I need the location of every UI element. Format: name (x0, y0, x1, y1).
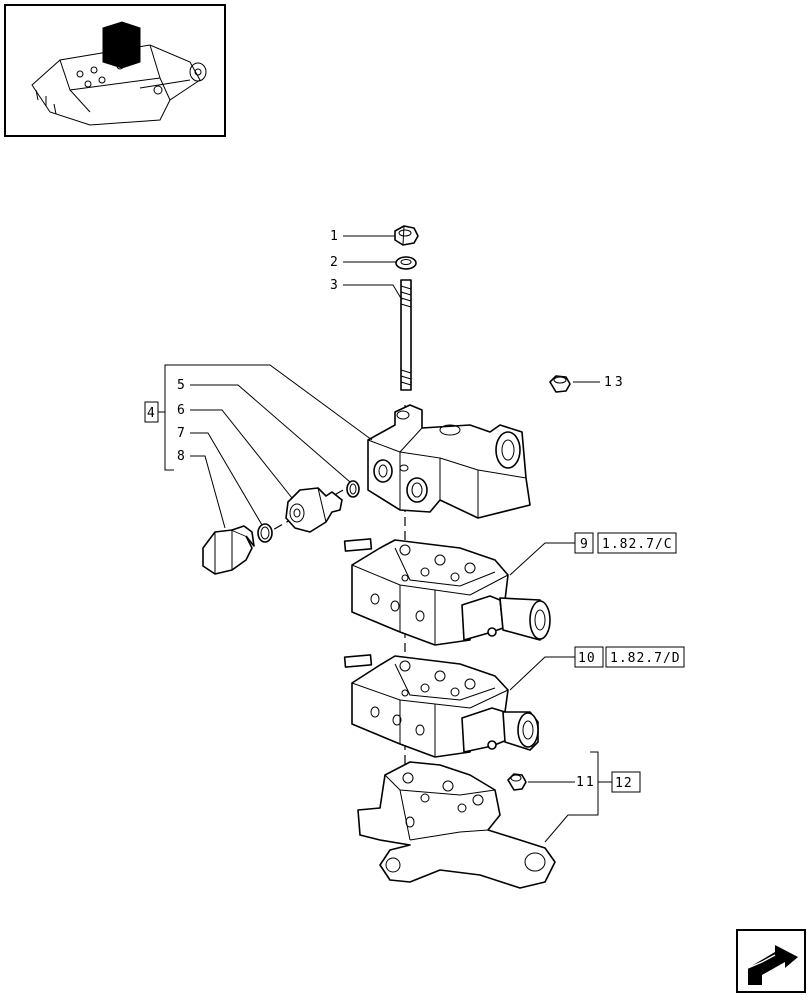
valve-section-part-10[interactable] (343, 654, 539, 758)
callout-3: 3 (330, 278, 338, 293)
callout-7: 7 (177, 426, 185, 441)
washer-part-2[interactable] (395, 256, 417, 270)
callout-9: 9 (580, 537, 588, 552)
hex-plug-part-8[interactable] (202, 525, 255, 575)
thumbnail-frame[interactable] (4, 4, 226, 137)
o-ring-part-5[interactable] (346, 480, 360, 498)
callout-2: 2 (330, 255, 338, 270)
callout-4-box (144, 401, 159, 423)
callout-10: 10 (578, 651, 596, 666)
callout-9-box (574, 532, 594, 554)
next-page-button[interactable] (736, 929, 806, 993)
reference-10-box (605, 646, 685, 668)
base-flange-part-12[interactable] (357, 761, 556, 889)
callout-11: 11 (576, 775, 596, 790)
plug-part-13[interactable] (549, 375, 571, 393)
reference-9-box (597, 532, 677, 554)
callout-6: 6 (177, 403, 185, 418)
screw-part-11[interactable] (507, 773, 527, 791)
callout-1: 1 (330, 229, 338, 244)
callout-13: 13 (604, 375, 626, 390)
callout-10-box (574, 646, 604, 668)
port-axis (261, 484, 353, 537)
callout-8: 8 (177, 449, 185, 464)
stud-part-3[interactable] (400, 279, 412, 391)
callout-12: 12 (615, 776, 633, 791)
nut-part-1[interactable] (394, 225, 419, 246)
callout-5: 5 (177, 378, 185, 393)
leader-lines (158, 235, 612, 843)
reference-10: 1.82.7/D (610, 651, 681, 666)
fitting-part-6[interactable] (285, 487, 343, 533)
callout-12-box (611, 771, 641, 793)
valve-section-part-9[interactable] (343, 538, 551, 646)
cover-block-part-4[interactable] (367, 404, 531, 519)
seal-ring-part-7[interactable] (257, 523, 273, 543)
callout-labels: 1 2 3 13 4 5 6 7 8 9 1.82.7/C 10 1.82.7/… (144, 229, 685, 793)
reference-9: 1.82.7/C (602, 537, 673, 552)
next-page-arrow-icon (747, 945, 798, 985)
hydraulic-lift-cover-thumbnail (31, 21, 207, 126)
callout-4: 4 (147, 406, 155, 421)
